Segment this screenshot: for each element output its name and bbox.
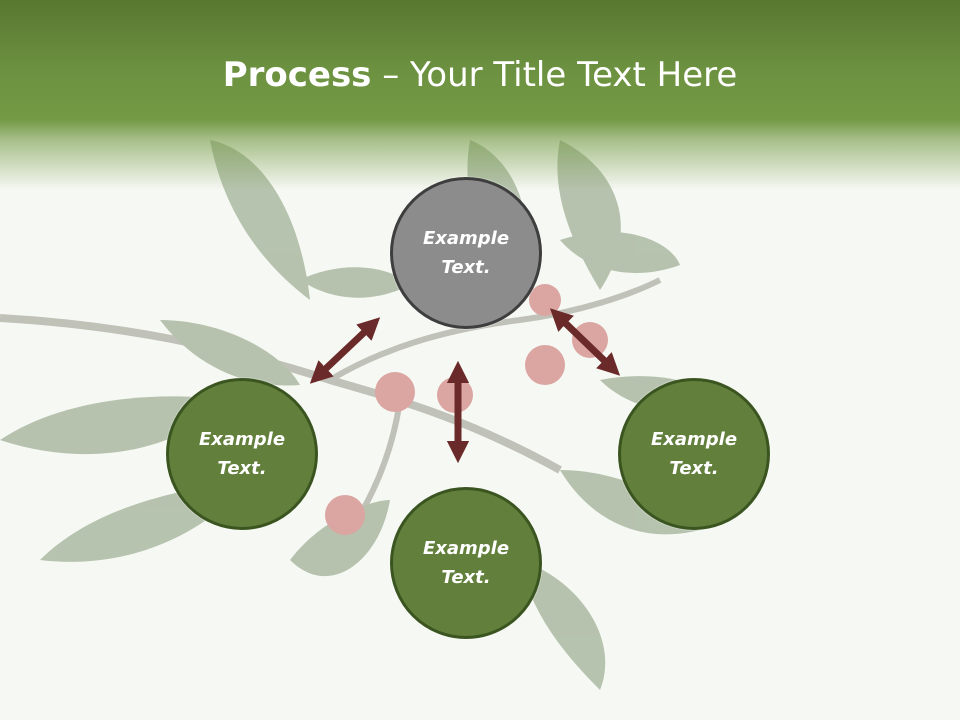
process-node-left: Example Text. (166, 378, 318, 530)
title-bold: Process (222, 55, 372, 95)
node-label: Example Text. (422, 538, 510, 588)
title-rest: – Your Title Text Here (371, 55, 738, 95)
node-label: Example Text. (650, 429, 738, 479)
node-label: Example Text. (198, 429, 286, 479)
process-node-bottom: Example Text. (390, 487, 542, 639)
process-node-top: Example Text. (390, 177, 542, 329)
process-node-right: Example Text. (618, 378, 770, 530)
arrow-top-right (549, 308, 621, 376)
node-label: Example Text. (422, 228, 510, 278)
slide-title: Process – Your Title Text Here (0, 50, 960, 100)
title-bar (0, 0, 960, 190)
arrow-top-left (309, 317, 381, 384)
